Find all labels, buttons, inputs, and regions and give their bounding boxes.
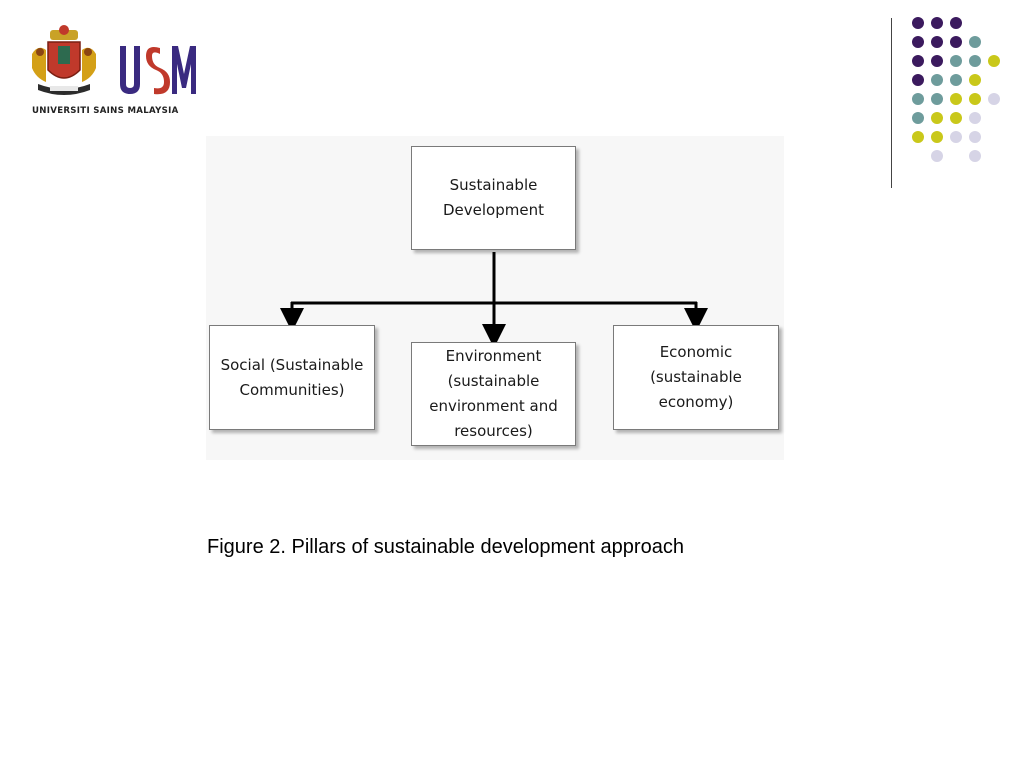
node-environment: Environment (sustainable environment and…	[411, 342, 576, 446]
usm-mark-icon	[116, 40, 196, 100]
node-social: Social (Sustainable Communities)	[209, 325, 375, 430]
node-label: Social (Sustainable Communities)	[220, 355, 364, 399]
dot-row-7	[912, 131, 981, 143]
university-crest-icon	[32, 25, 96, 95]
dot-row-1	[912, 17, 962, 29]
dot-row-8	[931, 150, 981, 162]
node-sustainable-development: Sustainable Development	[411, 146, 576, 250]
node-label: Environment (sustainable environment and…	[429, 347, 558, 440]
dot-row-3	[912, 55, 1000, 67]
node-label: Sustainable Development	[443, 176, 544, 219]
node-label: Economic (sustainable economy)	[650, 343, 742, 411]
dot-row-6	[912, 112, 981, 124]
decorative-dot-grid	[912, 17, 1000, 162]
university-name: UNIVERSITI SAINS MALAYSIA	[32, 106, 179, 116]
figure-caption: Figure 2. Pillars of sustainable develop…	[207, 536, 684, 558]
diagram-connectors	[280, 252, 708, 348]
dot-row-4	[912, 74, 981, 86]
node-economic: Economic (sustainable economy)	[613, 325, 779, 430]
usm-logo: UNIVERSITI SAINS MALAYSIA	[28, 24, 208, 120]
divider-line	[891, 18, 892, 188]
dot-row-2	[912, 36, 981, 48]
dot-row-5	[912, 93, 1000, 105]
